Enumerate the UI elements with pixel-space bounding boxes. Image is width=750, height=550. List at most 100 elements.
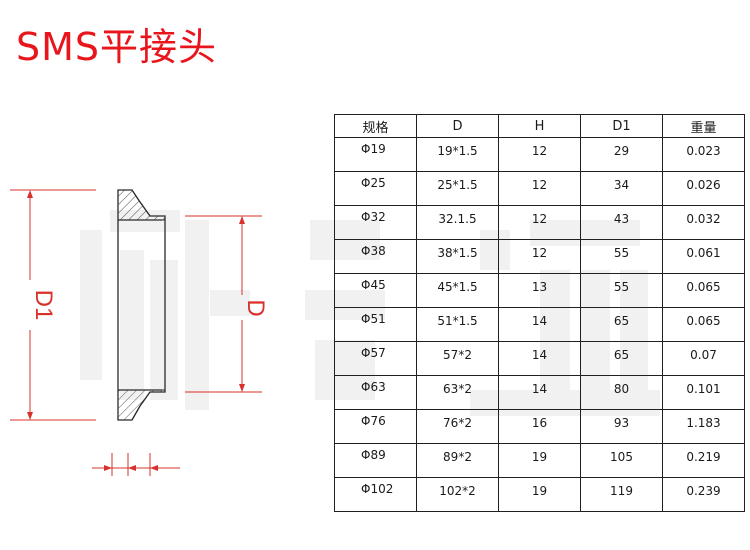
spec-cell: Φ76: [334, 409, 417, 444]
table-row: Φ51 51*1.5 14 65 0.065: [334, 307, 745, 342]
table-row: Φ19 19*1.5 12 29 0.023: [334, 137, 745, 172]
table-cell: 0.239: [662, 477, 745, 512]
column-header: 规格: [334, 114, 417, 138]
table-cell: 45*1.5: [416, 273, 499, 308]
cell-value: 65: [613, 314, 630, 328]
cell-value: 0.023: [686, 144, 721, 158]
table-cell: 0.065: [662, 307, 745, 342]
hatched-section-top: [117, 189, 166, 221]
table-cell: 16: [498, 409, 581, 444]
column-header: D: [416, 114, 499, 138]
cell-value: 0.065: [686, 314, 721, 328]
cell-value: 19: [531, 450, 548, 464]
spec-cell: Φ38: [334, 239, 417, 274]
spec-cell: Φ57: [334, 341, 417, 376]
cell-value: 102*2: [439, 484, 476, 498]
table-cell: 13: [498, 273, 581, 308]
table-cell: 0.032: [662, 205, 745, 240]
table-row: Φ89 89*2 19 105 0.219: [334, 443, 745, 478]
flange-drawing: D1 D: [10, 189, 269, 476]
cell-value: 76*2: [443, 416, 472, 430]
table-cell: 19: [498, 443, 581, 478]
cell-value: 89*2: [443, 450, 472, 464]
table-cell: 12: [498, 205, 581, 240]
cell-value: Φ32: [361, 210, 386, 224]
cell-value: 57*2: [443, 348, 472, 362]
table-cell: 14: [498, 307, 581, 342]
table-cell: 76*2: [416, 409, 499, 444]
cell-value: 12: [531, 246, 548, 260]
dimension-label-d1: D1: [30, 290, 57, 321]
cell-value: 43: [613, 212, 630, 226]
spec-cell: Φ25: [334, 171, 417, 206]
cell-value: 55: [613, 280, 630, 294]
cell-value: 80: [613, 382, 630, 396]
dimension-label-d: D: [242, 299, 269, 316]
table-cell: 0.061: [662, 239, 745, 274]
table-cell: 55: [580, 239, 663, 274]
cell-value: Φ19: [361, 142, 386, 156]
cell-value: 0.219: [686, 450, 721, 464]
cell-value: 0.101: [686, 382, 721, 396]
cell-value: Φ57: [361, 346, 386, 360]
cell-value: 0.026: [686, 178, 721, 192]
table-cell: 0.07: [662, 341, 745, 376]
cell-value: Φ89: [361, 448, 386, 462]
table-cell: 55: [580, 273, 663, 308]
cell-value: 1.183: [686, 416, 721, 430]
column-header: D1: [580, 114, 663, 138]
table-cell: 19: [498, 477, 581, 512]
table-cell: 65: [580, 341, 663, 376]
table-cell: 0.065: [662, 273, 745, 308]
cell-value: Φ102: [361, 482, 394, 496]
table-cell: 38*1.5: [416, 239, 499, 274]
cell-value: 38*1.5: [437, 246, 478, 260]
table-cell: 0.026: [662, 171, 745, 206]
cell-value: 14: [531, 314, 548, 328]
cell-value: 32.1.5: [438, 212, 477, 226]
cell-value: 19*1.5: [437, 144, 478, 158]
cell-value: 0.032: [686, 212, 721, 226]
spec-cell: Φ89: [334, 443, 417, 478]
spec-cell: Φ45: [334, 273, 417, 308]
table-cell: 0.023: [662, 137, 745, 172]
cell-value: Φ25: [361, 176, 386, 190]
table-cell: 89*2: [416, 443, 499, 478]
table-cell: 12: [498, 171, 581, 206]
column-header: 重量: [662, 114, 745, 138]
table-header-row: 规格 D H D1 重量: [334, 114, 745, 138]
table-cell: 105: [580, 443, 663, 478]
cell-value: Φ51: [361, 312, 386, 326]
cell-value: 12: [531, 144, 548, 158]
table-cell: 0.101: [662, 375, 745, 410]
cell-value: 51*1.5: [437, 314, 478, 328]
cell-value: 29: [613, 144, 630, 158]
table-cell: 43: [580, 205, 663, 240]
page-title: SMS平接头: [16, 25, 218, 69]
cell-value: 0.065: [686, 280, 721, 294]
cell-value: 0.239: [686, 484, 721, 498]
cell-value: 0.061: [686, 246, 721, 260]
cell-value: 14: [531, 382, 548, 396]
cell-value: 13: [531, 280, 548, 294]
cell-value: 14: [531, 348, 548, 362]
cell-value: 25*1.5: [437, 178, 478, 192]
hatched-section-bottom: [117, 389, 166, 421]
cell-value: Φ76: [361, 414, 386, 428]
cell-value: 12: [531, 212, 548, 226]
spec-cell: Φ19: [334, 137, 417, 172]
cell-value: 119: [610, 484, 633, 498]
spec-cell: Φ63: [334, 375, 417, 410]
table-row: Φ102 102*2 19 119 0.239: [334, 477, 745, 512]
spec-cell: Φ102: [334, 477, 417, 512]
table-cell: 34: [580, 171, 663, 206]
table-row: Φ32 32.1.5 12 43 0.032: [334, 205, 745, 240]
table-cell: 80: [580, 375, 663, 410]
table-row: Φ76 76*2 16 93 1.183: [334, 409, 745, 444]
cell-value: 93: [613, 416, 630, 430]
cell-value: 16: [531, 416, 548, 430]
table-cell: 29: [580, 137, 663, 172]
